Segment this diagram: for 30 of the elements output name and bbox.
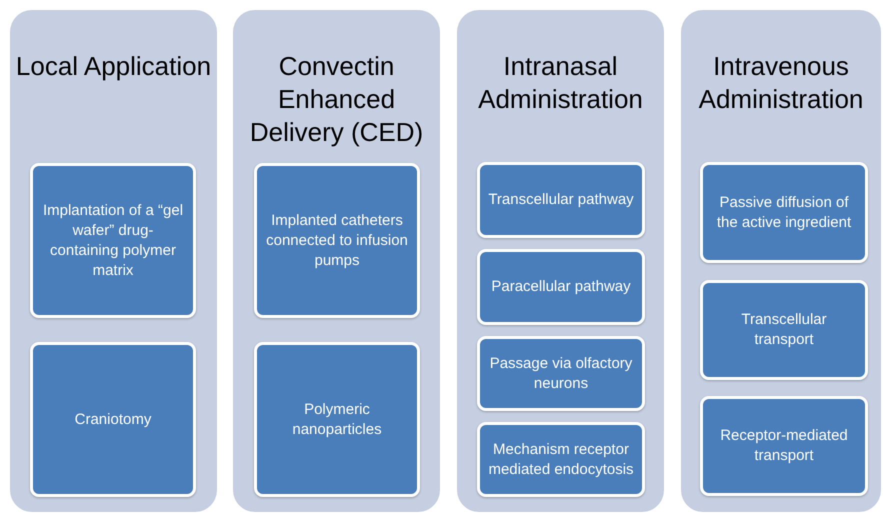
box-label: Mechanism receptor mediated endocytosis [487, 440, 635, 480]
column-heading: Intranasal Administration [477, 50, 644, 116]
process-box [477, 249, 645, 325]
column-panel [457, 10, 664, 512]
column-heading: Convectin Enhanced Delivery (CED) [248, 50, 424, 149]
box-label: Implanted catheters connected to infusion pumps [265, 210, 409, 270]
box-label: Paracellular pathway [490, 277, 632, 297]
box-label: Implantation of a “gel wafer” drug-containing polymer matrix [42, 200, 184, 280]
column-panel [233, 10, 440, 512]
column-heading: Local Application [14, 50, 212, 83]
process-box [477, 422, 645, 497]
box-label: Polymeric nanoparticles [291, 400, 383, 440]
box-label: Transcellular transport [740, 310, 828, 350]
box-label: Transcellular pathway [487, 190, 635, 210]
process-box [700, 162, 868, 263]
box-label: Craniotomy [74, 410, 152, 430]
column-panel [10, 10, 217, 512]
process-box [477, 336, 645, 411]
process-box [30, 163, 196, 318]
process-box [700, 280, 868, 380]
process-box [477, 162, 645, 238]
box-label: Passage via olfactory neurons [488, 354, 634, 394]
process-box [30, 342, 196, 497]
process-box [254, 342, 420, 497]
box-label: Receptor-mediated transport [719, 426, 849, 466]
column-panel [681, 10, 881, 512]
process-box [254, 163, 420, 318]
process-box [700, 396, 868, 496]
box-label: Passive diffusion of the active ingredient [716, 192, 852, 232]
column-heading: Intravenous Administration [698, 50, 864, 116]
